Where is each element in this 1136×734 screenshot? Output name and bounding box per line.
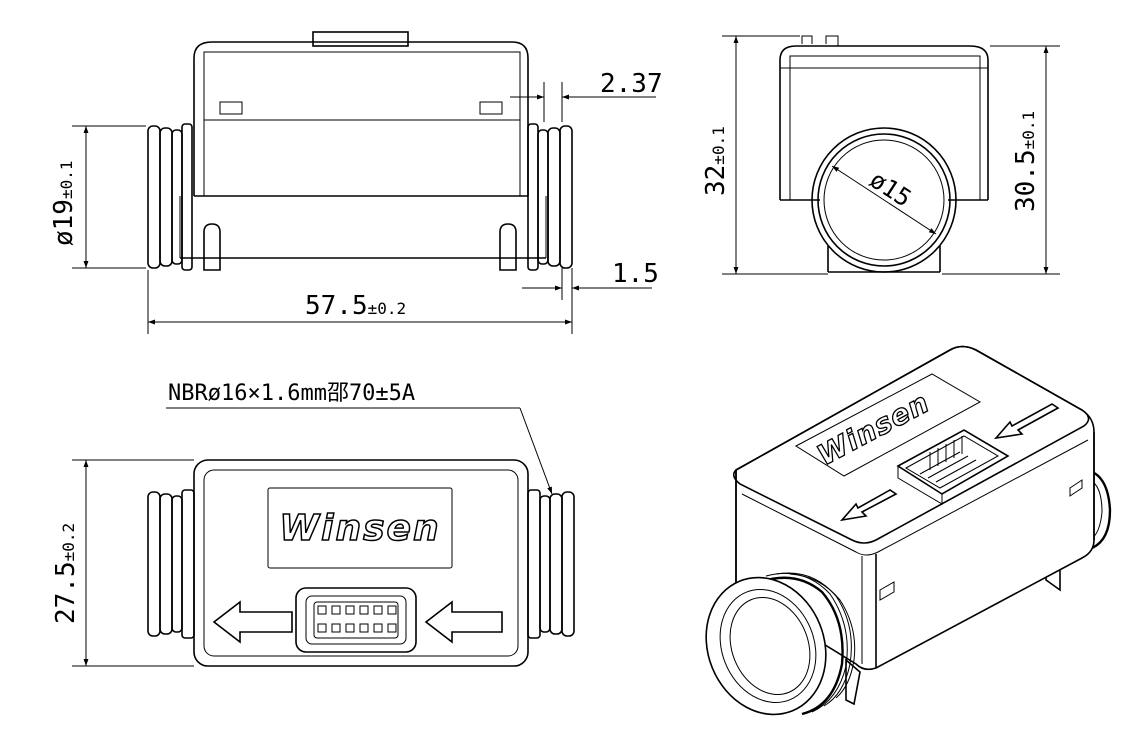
top-right-port — [527, 489, 575, 639]
iso-logo-panel — [794, 373, 982, 477]
dim-diameter: ø19±0.1 — [49, 125, 146, 269]
top-brand-logo: Winsen — [279, 508, 440, 549]
front-right-port — [527, 123, 573, 271]
dim-diameter-tol: ±0.1 — [57, 161, 76, 200]
iso-back-port — [1085, 468, 1112, 550]
dim-total-height: 32±0.1 — [701, 35, 828, 275]
dim-width-tol: ±0.2 — [59, 523, 78, 562]
isometric-view: Winsen — [705, 345, 1112, 716]
side-view: ø15 32±0.1 30.5±0.1 — [701, 35, 1060, 275]
dim-top-gap: 2.37 — [510, 69, 663, 122]
front-view: 2.37 1.5 57.5±0.2 ø19±0.1 — [49, 31, 663, 334]
dim-width: 27.5±0.2 — [51, 459, 194, 667]
flow-arrow-left-icon — [212, 600, 293, 644]
svg-text:57.5±0.2: 57.5±0.2 — [305, 291, 406, 321]
top-housing — [193, 459, 529, 667]
iso-flow-arrow-2-icon — [839, 489, 898, 522]
dim-bottom-gap-label: 1.5 — [612, 259, 659, 289]
svg-text:32±0.1: 32±0.1 — [701, 126, 731, 196]
dim-diameter-value: ø19 — [49, 199, 79, 246]
svg-text:ø19±0.1: ø19±0.1 — [49, 161, 79, 247]
top-view: NBRø16×1.6mm邵70±5A Winsen — [51, 381, 575, 667]
svg-text:27.5±0.2: 27.5±0.2 — [51, 523, 81, 624]
dim-length: 57.5±0.2 — [147, 270, 573, 334]
dim-bore-label: ø15 — [865, 166, 917, 213]
front-housing — [179, 31, 547, 271]
side-port-circle — [811, 127, 957, 273]
front-left-port — [147, 123, 193, 271]
dim-bottom-gap: 1.5 — [522, 259, 659, 300]
side-housing — [779, 35, 989, 273]
top-connector — [295, 587, 417, 653]
dim-top-gap-label: 2.37 — [600, 69, 663, 99]
iso-front-port — [705, 572, 856, 716]
flow-arrow-right-icon — [424, 600, 503, 644]
svg-text:30.5±0.1: 30.5±0.1 — [1011, 111, 1041, 212]
dim-total-height-tol: ±0.1 — [709, 126, 728, 165]
dim-axis-height: 30.5±0.1 — [942, 45, 1060, 275]
iso-flow-arrow-1-icon — [993, 403, 1060, 440]
dim-length-value: 57.5 — [305, 291, 368, 321]
dim-axis-height-tol: ±0.1 — [1019, 111, 1038, 150]
dim-total-height-value: 32 — [701, 165, 731, 196]
dim-width-value: 27.5 — [51, 561, 81, 624]
dim-bore: ø15 — [831, 166, 937, 235]
dim-length-tol: ±0.2 — [368, 299, 407, 318]
iso-connector — [896, 429, 1010, 505]
oring-spec-label: NBRø16×1.6mm邵70±5A — [168, 381, 415, 406]
top-left-port — [147, 489, 195, 639]
dim-axis-height-value: 30.5 — [1011, 149, 1041, 212]
